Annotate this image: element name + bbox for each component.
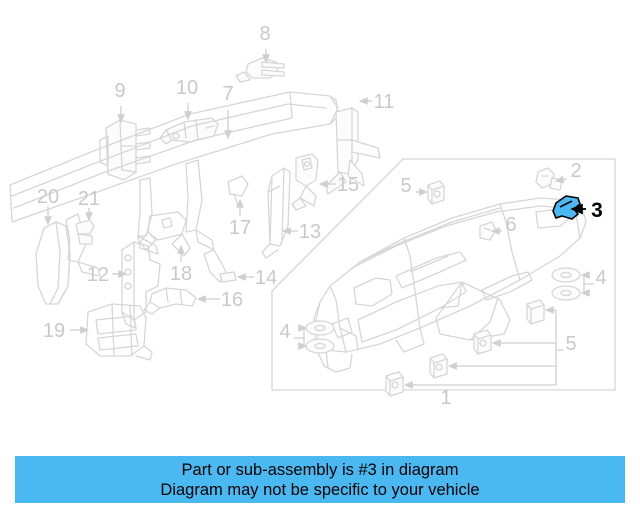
caption-line-1: Part or sub-assembly is #3 in diagram xyxy=(181,460,459,479)
callout-label-3-highlighted: 3 xyxy=(591,199,603,222)
callout-label-4-right: 4 xyxy=(595,267,606,289)
part-15-shape xyxy=(291,153,319,211)
callout-label-6: 6 xyxy=(505,214,516,236)
callout-label-20: 20 xyxy=(37,186,59,208)
part-5-clip-e xyxy=(385,371,404,397)
callout-label-5-bottomright: 5 xyxy=(565,333,576,355)
callout-label-1: 1 xyxy=(440,387,451,409)
part-7-shape xyxy=(9,91,339,277)
leader-lines xyxy=(44,49,594,396)
instrument-panel-group-box xyxy=(271,158,616,391)
callout-label-17: 17 xyxy=(229,217,251,239)
callout-labels: 1 2 4 4 5 5 6 7 8 9 10 11 12 13 14 15 16… xyxy=(37,23,607,409)
part-13-shape xyxy=(261,167,291,259)
caption-line-2: Diagram may not be specific to your vehi… xyxy=(160,480,480,499)
part-18-shape xyxy=(139,211,191,257)
part-16-shape xyxy=(143,287,197,315)
part-1-dashboard-shape xyxy=(313,197,587,373)
part-17-shape xyxy=(227,175,249,207)
part-21-shape xyxy=(75,219,95,245)
callout-label-21: 21 xyxy=(78,188,100,210)
callout-label-15: 15 xyxy=(337,174,359,196)
callout-label-5-topleft: 5 xyxy=(400,175,411,197)
part-5-clip-b xyxy=(526,299,545,325)
part-5-clip-a xyxy=(427,180,445,205)
part-20-shape xyxy=(35,221,71,305)
callout-label-9: 9 xyxy=(114,80,125,102)
part-4-grommets-left xyxy=(305,320,335,354)
part-8-shape xyxy=(235,57,285,83)
part-14-shape xyxy=(203,249,237,283)
part-5-clip-d xyxy=(429,353,448,379)
callout-label-12: 12 xyxy=(87,264,109,286)
part-4-grommets-right xyxy=(551,267,581,301)
part-6-shape xyxy=(479,221,497,241)
callout-label-8: 8 xyxy=(259,23,270,45)
part-5-clip-c xyxy=(473,329,492,355)
callout-label-4-left: 4 xyxy=(279,321,290,343)
callout-label-18: 18 xyxy=(170,263,192,285)
callout-label-19: 19 xyxy=(43,320,65,342)
callout-label-16: 16 xyxy=(221,289,243,311)
part-11-shape xyxy=(325,107,381,195)
callout-label-11: 11 xyxy=(374,91,395,113)
part-12-shape xyxy=(121,241,161,329)
callout-label-10: 10 xyxy=(176,77,198,99)
part-10-shape xyxy=(159,117,219,145)
part-19-shape xyxy=(85,303,153,361)
callout-label-13: 13 xyxy=(299,221,321,243)
callout-label-2: 2 xyxy=(570,160,581,182)
callout-label-14: 14 xyxy=(255,267,277,289)
part-2-shape xyxy=(535,167,563,191)
caption-banner: Part or sub-assembly is #3 in diagram Di… xyxy=(15,456,625,503)
callout-label-7: 7 xyxy=(222,83,233,105)
